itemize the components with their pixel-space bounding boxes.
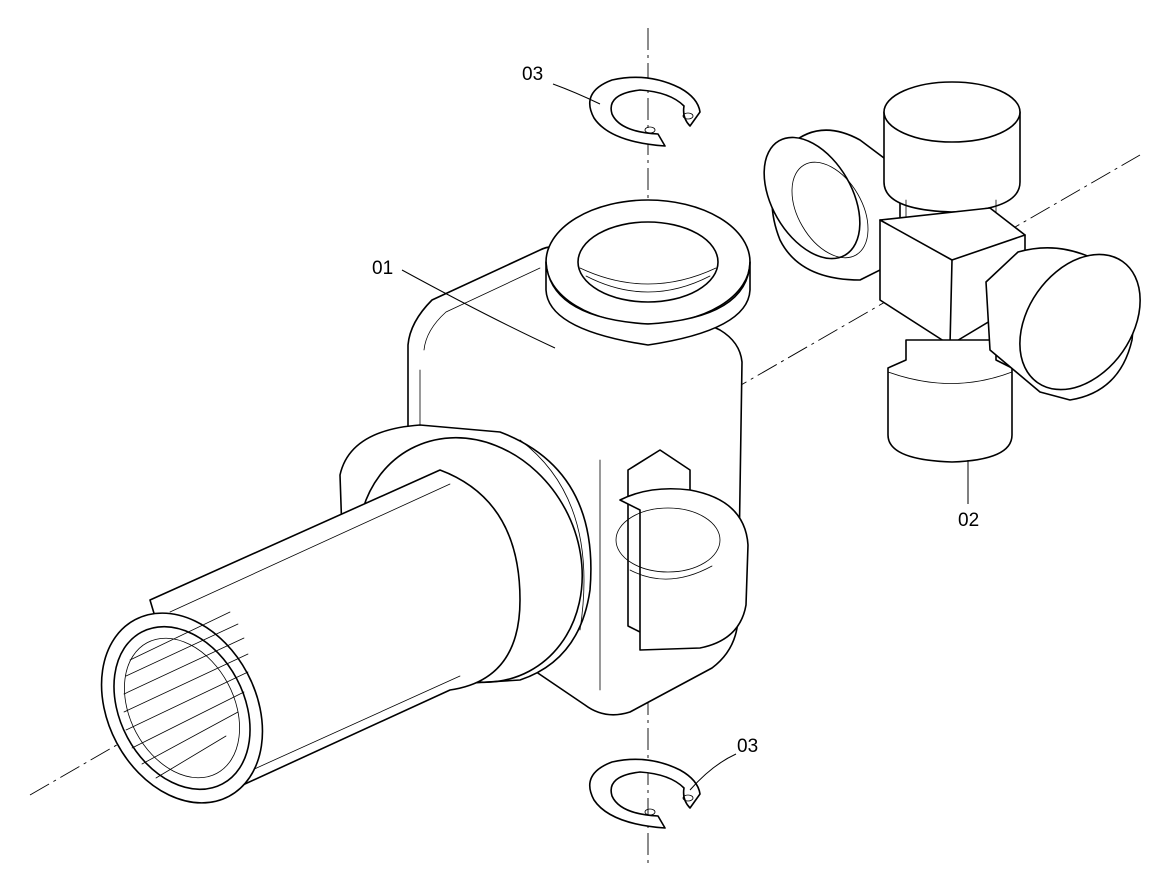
callout-label-01: 01 [372,258,393,279]
yoke-part-01 [100,199,751,804]
callout-label-03-bottom: 03 [737,736,758,757]
circlip-top-part-03 [589,76,701,147]
callout-label-02: 02 [958,510,979,531]
cross-spider-part-02 [763,81,1141,463]
callouts: 03 01 02 03 [372,64,979,791]
internal-splines [123,611,249,779]
circlip-bottom-part-03 [589,758,701,829]
callout-label-03-top: 03 [522,64,543,85]
